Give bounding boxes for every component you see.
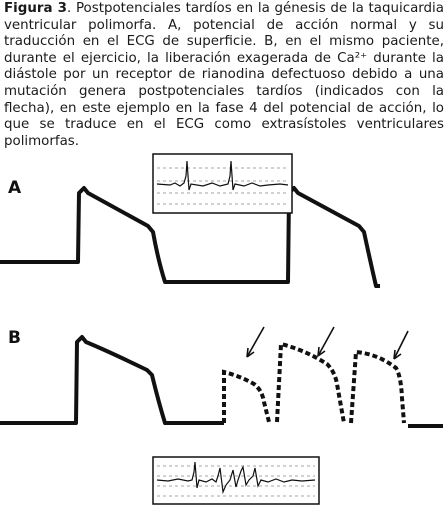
afterdepolarization-3 [349, 349, 406, 424]
ecg-trace-b [156, 461, 316, 495]
caption-text: . Postpotenciales tardíos en la génesis … [4, 1, 444, 149]
panel-b-label: B [8, 328, 21, 348]
afterdepolarization-1 [222, 369, 271, 423]
figure-label: Figura 3 [4, 1, 67, 16]
ecg-strip-a [152, 153, 293, 214]
ecg-strip-b [152, 456, 320, 505]
panel-a-label: A [8, 178, 22, 198]
figure-caption: Figura 3. Postpotenciales tardíos en la … [4, 1, 444, 150]
arrow-icon [317, 326, 335, 357]
panel-a-action-potentials [0, 186, 380, 288]
panel-b-action-potential [0, 335, 224, 425]
arrow-icon [393, 330, 409, 360]
arrow-icon [246, 326, 265, 358]
ecg-trace-a [156, 160, 289, 191]
afterdepolarization-2 [275, 341, 346, 424]
